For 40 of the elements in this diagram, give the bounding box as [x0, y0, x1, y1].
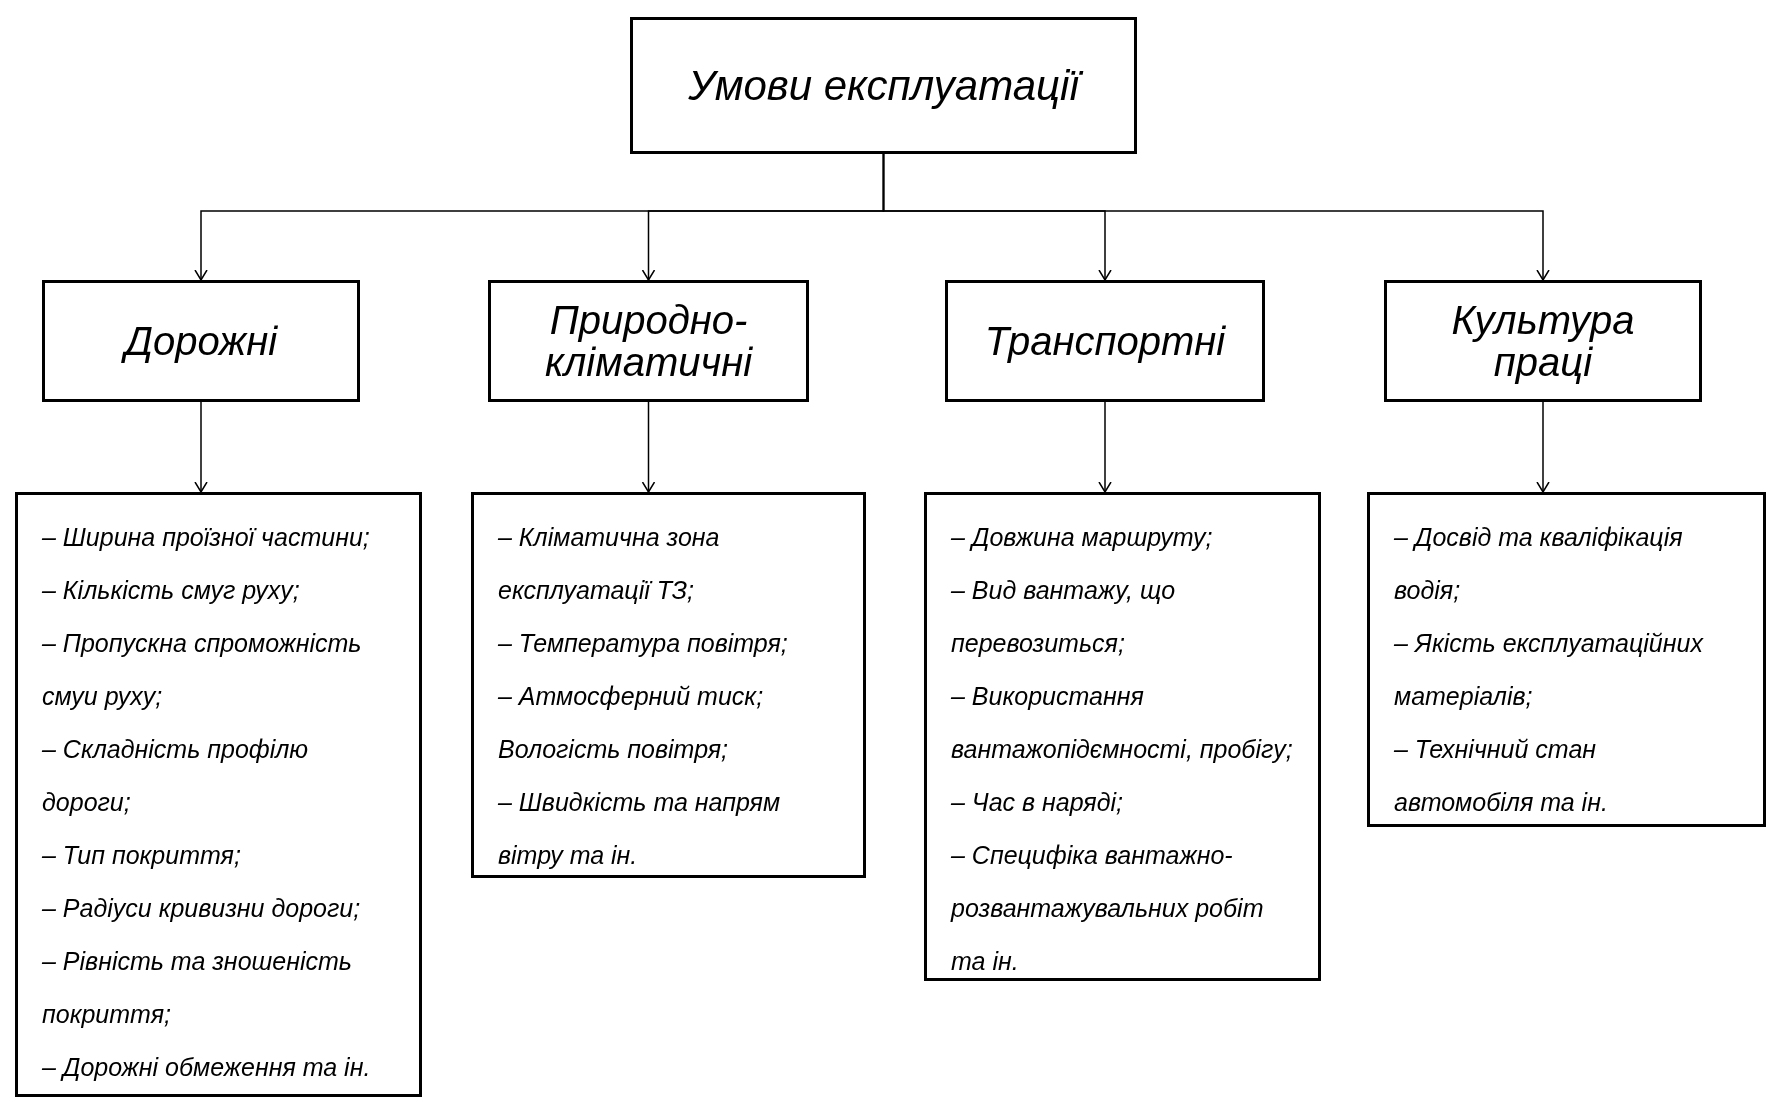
list-item: – Кількість смуг руху; — [42, 575, 300, 606]
list-item: – Атмосферний тиск; — [498, 681, 764, 712]
list-item: – Час в наряді; — [951, 787, 1123, 818]
list-item: – Складність профілю дороги; — [42, 734, 310, 818]
category-box — [1384, 280, 1702, 402]
list-item: – Радіуси кривизни дороги; — [42, 893, 361, 924]
list-item: – Швидкість та напрям вітру та ін. — [498, 787, 782, 871]
box-label: Умови експлуатації — [672, 62, 1095, 109]
list-box — [471, 492, 866, 878]
title-box — [630, 17, 1137, 154]
list-item: – Якість експлуатаційних матеріалів; — [1394, 628, 1705, 712]
arrow — [194, 401, 208, 493]
arrow — [1536, 401, 1550, 493]
list-item: – Тип покриття; — [42, 840, 241, 871]
category-box — [488, 280, 809, 402]
arrow — [882, 153, 1550, 281]
list-item: Вологість повітря; — [498, 734, 729, 765]
list-item: – Рівність та зношеність покриття; — [42, 946, 353, 1030]
list-box — [1367, 492, 1766, 827]
list-item: – Пропускна спроможність смуи руху; — [42, 628, 363, 712]
arrow — [641, 401, 656, 493]
list-item: – Вид вантажу, що перевозиться; — [951, 575, 1177, 659]
list-item: – Кліматична зона експлуатації ТЗ; — [498, 522, 721, 606]
category-box — [945, 280, 1265, 402]
category-box — [42, 280, 360, 402]
box-label: Дорожні — [108, 320, 294, 362]
list-item: – Температура повітря; — [498, 628, 788, 659]
list-item: – Технічний стан автомобіля та ін. — [1394, 734, 1609, 818]
list-item: – Довжина маршруту; — [951, 522, 1213, 553]
list-box — [924, 492, 1321, 981]
list-item: – Використання вантажопідємності, пробігу; — [951, 681, 1294, 765]
box-label: Культура праці — [1450, 299, 1636, 383]
box-label: Транспортні — [983, 320, 1227, 362]
list-item: – Досвід та кваліфікація водія; — [1394, 522, 1684, 606]
list-box — [15, 492, 422, 1097]
arrow — [1098, 401, 1112, 493]
list-item: – Ширина проїзної частини; — [42, 522, 370, 553]
box-label: Природно-кліматичні — [543, 299, 754, 383]
list-item: – Специфіка вантажно-розвантажувальних робіт та ін. — [951, 840, 1265, 977]
list-item: – Дорожні обмеження та ін. — [42, 1052, 371, 1083]
